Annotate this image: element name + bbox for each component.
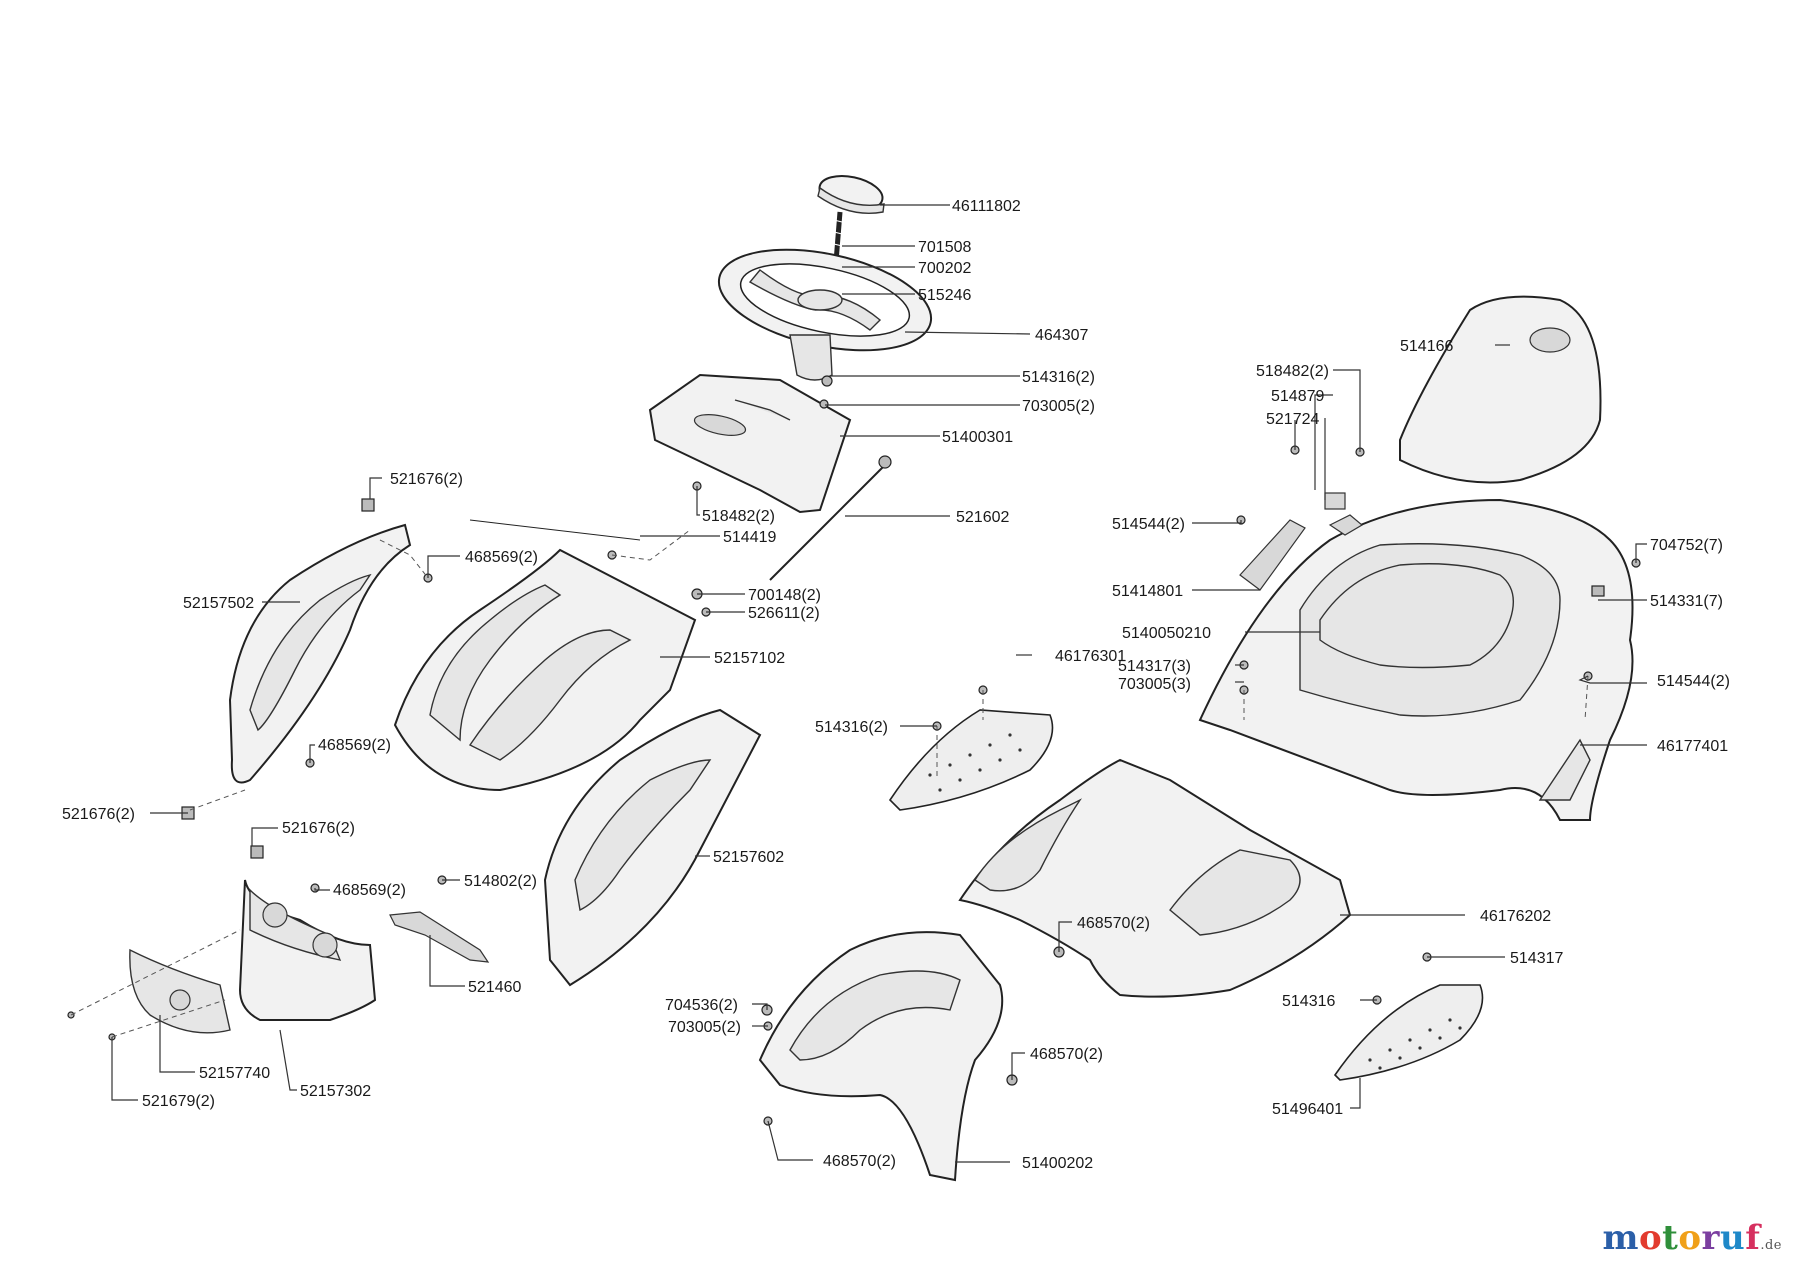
rear-side-cover-part xyxy=(1538,738,1591,801)
label-5140050210: 5140050210 xyxy=(1122,625,1211,642)
seat-switch-bracket-part xyxy=(1239,519,1306,591)
floor-pan-part xyxy=(958,758,1352,998)
hood-part xyxy=(393,519,697,792)
label-46176202: 46176202 xyxy=(1480,908,1551,925)
dashboard-part xyxy=(648,373,852,514)
motoruf-logo: motoruf.de xyxy=(1602,1218,1782,1258)
label-52157102: 52157102 xyxy=(714,650,785,667)
label-51414801: 51414801 xyxy=(1112,583,1183,600)
label-700148-2: 700148(2) xyxy=(748,587,821,604)
label-52157502: 52157502 xyxy=(183,595,254,612)
label-514419: 514419 xyxy=(723,529,776,546)
label-52157740: 52157740 xyxy=(199,1065,270,1082)
label-51496401: 51496401 xyxy=(1272,1101,1343,1118)
label-468570-2c: 468570(2) xyxy=(823,1153,896,1170)
label-521676-2: 521676(2) xyxy=(390,471,463,488)
label-703005-2b: 703005(2) xyxy=(668,1019,741,1036)
label-52157602: 52157602 xyxy=(713,849,784,866)
label-521460: 521460 xyxy=(468,979,521,996)
label-521724: 521724 xyxy=(1266,411,1319,428)
label-46177401: 46177401 xyxy=(1657,738,1728,755)
label-514316-2b: 514316(2) xyxy=(815,719,888,736)
label-52157302: 52157302 xyxy=(300,1083,371,1100)
label-514317-3: 514317(3) xyxy=(1118,658,1191,675)
label-521602: 521602 xyxy=(956,509,1009,526)
label-468569-2: 468569(2) xyxy=(465,549,538,566)
seat-switch-part xyxy=(1324,492,1364,536)
right-side-panel-part xyxy=(543,708,762,987)
assembly-dashed-lines xyxy=(70,529,1589,1038)
front-grille-part xyxy=(238,879,377,1021)
part-number-labels: 46111802 701508 700202 515246 464307 514… xyxy=(62,198,1730,1172)
label-514166: 514166 xyxy=(1400,338,1453,355)
label-521676-2b: 521676(2) xyxy=(62,806,135,823)
label-526611-2: 526611(2) xyxy=(748,605,820,622)
label-468570-2: 468570(2) xyxy=(1077,915,1150,932)
choke-cable-part xyxy=(769,455,892,581)
label-468569-2b: 468569(2) xyxy=(318,737,391,754)
label-700202: 700202 xyxy=(918,260,971,277)
label-514544-2b: 514544(2) xyxy=(1657,673,1730,690)
seat-part xyxy=(1399,295,1602,484)
label-514544-2: 514544(2) xyxy=(1112,516,1185,533)
label-514802-2: 514802(2) xyxy=(464,873,537,890)
label-515246: 515246 xyxy=(918,287,971,304)
right-footrest-part xyxy=(1333,984,1484,1081)
label-703005-2: 703005(2) xyxy=(1022,398,1095,415)
steering-wheel-part xyxy=(717,248,933,381)
label-514331-7: 514331(7) xyxy=(1650,593,1723,610)
label-51400301: 51400301 xyxy=(942,429,1013,446)
label-46111802: 46111802 xyxy=(952,198,1021,215)
label-704752-7: 704752(7) xyxy=(1650,537,1723,554)
label-521676-2c: 521676(2) xyxy=(282,820,355,837)
left-footrest-part xyxy=(888,709,1054,811)
label-514316-2: 514316(2) xyxy=(1022,369,1095,386)
label-704536-2: 704536(2) xyxy=(665,997,738,1014)
front-skirt-part xyxy=(758,931,1004,1182)
label-518482-2: 518482(2) xyxy=(702,508,775,525)
label-514879: 514879 xyxy=(1271,388,1324,405)
headlight-bracket-part xyxy=(389,911,490,963)
label-521679-2: 521679(2) xyxy=(142,1093,215,1110)
steering-cap-part xyxy=(817,174,885,214)
left-side-panel-part xyxy=(228,523,412,784)
label-701508: 701508 xyxy=(918,239,971,256)
label-46176301: 46176301 xyxy=(1055,648,1126,665)
label-514317: 514317 xyxy=(1510,950,1563,967)
label-464307: 464307 xyxy=(1035,327,1088,344)
label-514316: 514316 xyxy=(1282,993,1335,1010)
leader-lines xyxy=(111,204,1647,1163)
label-51400202: 51400202 xyxy=(1022,1155,1093,1172)
label-703005-3: 703005(3) xyxy=(1118,676,1191,693)
label-468570-2b: 468570(2) xyxy=(1030,1046,1103,1063)
label-518482-2b: 518482(2) xyxy=(1256,363,1329,380)
headlight-lens-part xyxy=(129,948,231,1034)
label-468569-2c: 468569(2) xyxy=(333,882,406,899)
